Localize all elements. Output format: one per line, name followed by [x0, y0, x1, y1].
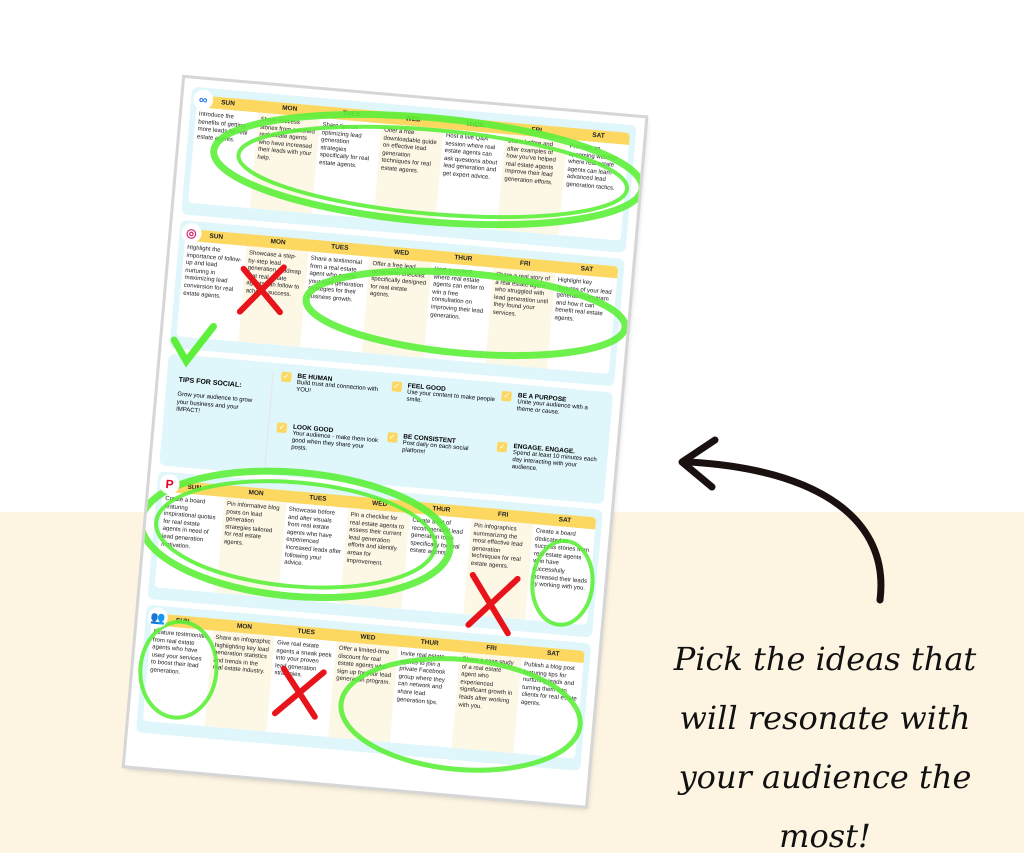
caption: Pick the ideas that will resonate with y… — [673, 640, 977, 855]
